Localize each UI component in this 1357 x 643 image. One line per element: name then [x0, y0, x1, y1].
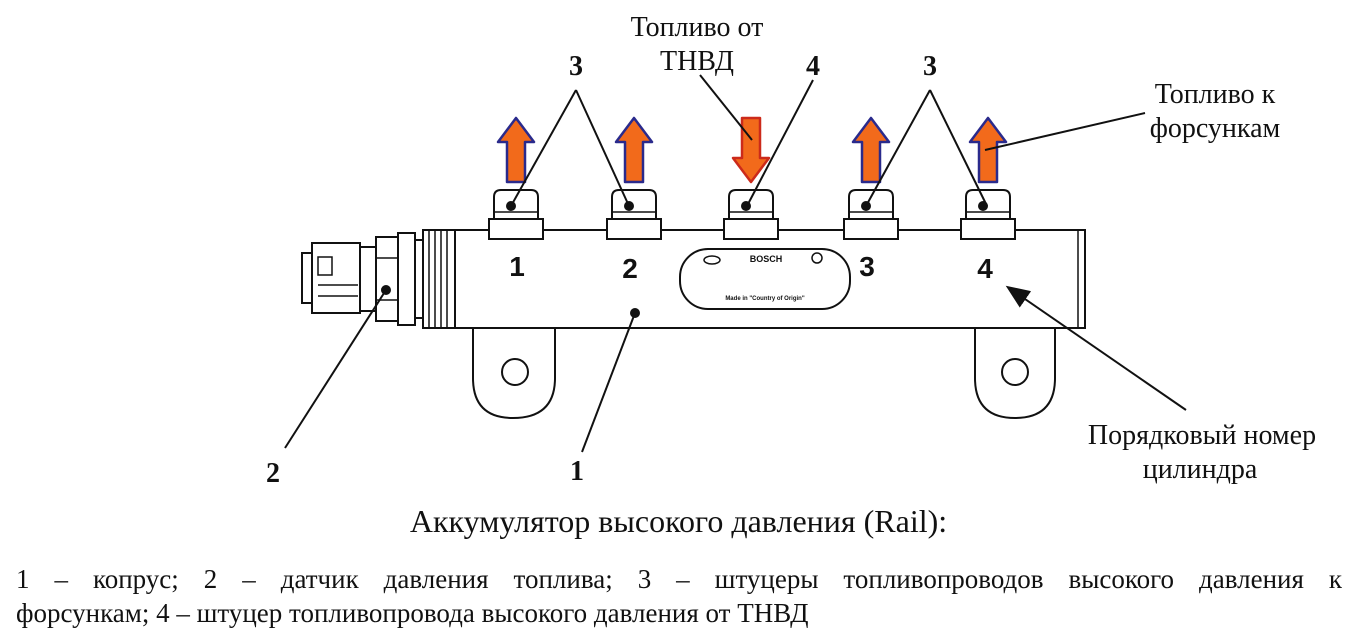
inflow-arrow-icon [731, 116, 771, 184]
callout-sensor: 2 [266, 458, 280, 489]
diagram-title: Аккумулятор высокого давления (Rail): [409, 503, 948, 539]
outlet-fitting [488, 189, 544, 240]
legend-line-2: форсункам; 4 – штуцер топливопровода выс… [16, 598, 809, 628]
pressure-sensor [301, 232, 416, 326]
label-fuel-to-injectors-2: форсункам [1150, 113, 1281, 144]
outlet-fitting [960, 189, 1016, 240]
label-fuel-from-pump-1: Топливо от [631, 12, 764, 43]
label-cylinder-order-1: Порядковый номер [1088, 420, 1316, 451]
origin-text: Made in "Country of Origin" [725, 296, 805, 302]
legend-line-1: 1 – копрус; 2 – датчик давления топлива;… [16, 564, 1342, 594]
callout-outlets-left: 3 [569, 51, 583, 82]
legend: 1 – копрус; 2 – датчик давления топлива;… [16, 562, 1342, 630]
brand-text: BOSCH [750, 254, 783, 264]
cylinder-number-2: 2 [622, 253, 638, 284]
label-fuel-to-injectors-1: Топливо к [1155, 79, 1276, 110]
threaded-end [414, 229, 456, 329]
outlet-fitting [606, 189, 662, 240]
label-plate [679, 248, 851, 310]
inlet-fitting [723, 189, 779, 240]
outlet-fitting [843, 189, 899, 240]
cylinder-number-4: 4 [977, 253, 993, 284]
label-fuel-from-pump-2: ТНВД [660, 46, 734, 77]
rail-diagram: BOSCH Made in "Country of Origin" 3 4 3 … [266, 12, 1316, 489]
callout-inlet: 4 [806, 51, 820, 82]
outflow-arrow-icon [851, 116, 891, 184]
cylinder-number-3: 3 [859, 251, 875, 282]
outflow-arrow-icon [496, 116, 536, 184]
label-cylinder-order-2: цилиндра [1143, 454, 1258, 485]
outflow-arrow-icon [614, 116, 654, 184]
callout-body: 1 [570, 456, 584, 487]
cylinder-number-1: 1 [509, 251, 525, 282]
callout-outlets-right: 3 [923, 51, 937, 82]
